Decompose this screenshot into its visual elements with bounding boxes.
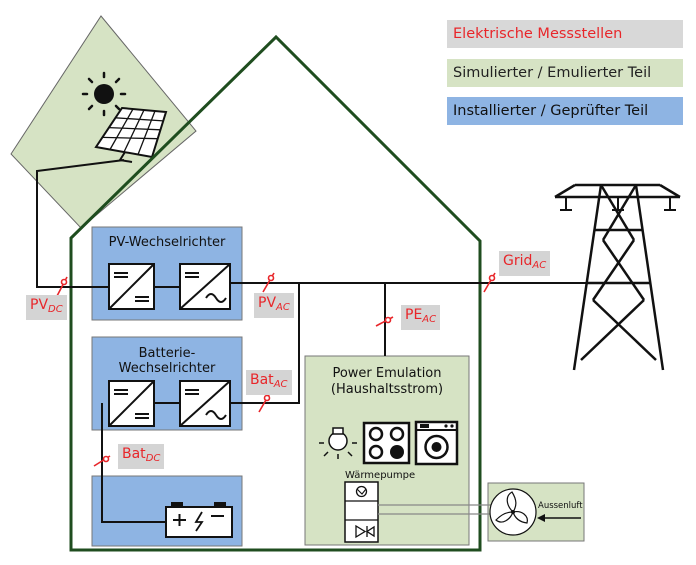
battery-icon — [165, 502, 233, 538]
pe-ac-marker — [375, 316, 394, 327]
grid-ac-marker — [483, 272, 496, 293]
legend-installed: Installierter / Geprüfter Teil — [447, 97, 683, 125]
outside-air-arrow — [537, 514, 581, 522]
pv-dc-dc-converter-icon — [108, 263, 155, 310]
measure-bat-ac-label: BatAC — [246, 370, 292, 395]
sun-icon — [81, 71, 127, 117]
battery-dc-dc-converter-icon — [108, 380, 155, 427]
heat-pump-pipes — [378, 504, 496, 515]
pv-inverter-title: PV-Wechselrichter — [108, 235, 226, 250]
battery-dc-line — [101, 403, 166, 523]
heat-pump-label: Wärmepumpe — [345, 470, 416, 481]
fan-icon — [489, 488, 537, 536]
measure-pv-ac-label: PVAC — [254, 293, 294, 318]
legend-measure-points: Elektrische Messstellen — [447, 20, 683, 48]
washing-machine-icon — [414, 420, 459, 466]
outside-air-label: Aussenluft — [538, 501, 583, 511]
power-emulation-title-line1: Power Emulation — [332, 366, 442, 381]
measure-pe-ac-label: PEAC — [401, 305, 441, 330]
bat-ac-marker — [258, 392, 271, 413]
power-emulation-title-line2: (Haushaltsstrom) — [330, 382, 444, 397]
battery-ac-line — [230, 283, 300, 404]
pv-ac-marker — [262, 272, 275, 293]
pv-dc-ac-converter-icon — [179, 263, 231, 310]
battery-inverter-title-line1: Batterie- — [138, 346, 196, 361]
measure-bat-dc-label: BatDC — [118, 444, 165, 469]
battery-inverter-title-line2: Wechselrichter — [118, 361, 216, 376]
measure-markers — [56, 272, 496, 467]
legend-simulated: Simulierter / Emulierter Teil — [447, 59, 683, 87]
heat-pump-icon — [344, 481, 379, 543]
pv-dc-marker — [56, 276, 68, 297]
battery-dc-ac-converter-icon — [179, 380, 231, 427]
pv-dc-line — [36, 159, 125, 288]
pv-roof-area — [10, 15, 197, 229]
wiring — [36, 159, 651, 523]
measure-pv-dc-label: PVDC — [26, 295, 67, 320]
lamp-icon — [319, 427, 357, 459]
bat-dc-marker — [93, 455, 111, 467]
house-outline — [69, 34, 482, 552]
measure-grid-ac-label: GridAC — [499, 251, 551, 276]
stove-icon — [362, 421, 411, 465]
power-pylon-icon — [554, 183, 681, 371]
